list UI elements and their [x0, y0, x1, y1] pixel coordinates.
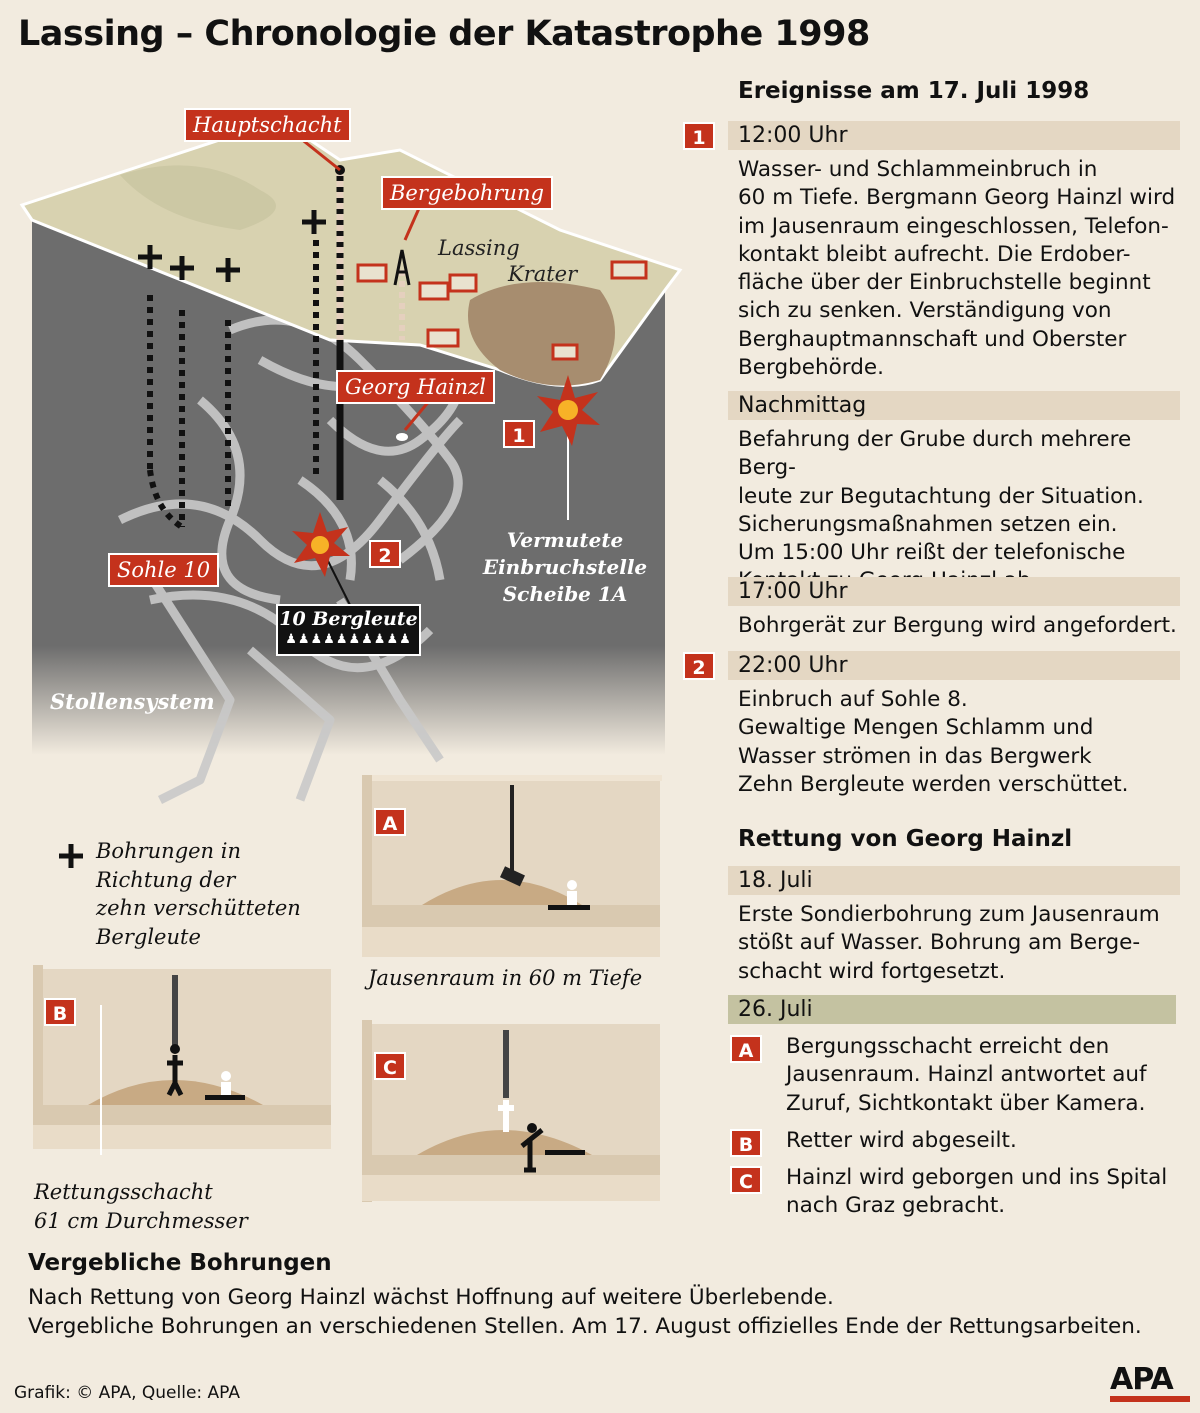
step-c-badge: C [730, 1166, 762, 1194]
credit-line: Grafik: © APA, Quelle: APA [14, 1383, 240, 1403]
page-title: Lassing – Chronologie der Katastrophe 19… [18, 14, 870, 54]
step-a-badge: A [730, 1035, 762, 1063]
map-marker-2: 2 [369, 540, 401, 568]
inset-b-illustration [33, 965, 331, 1155]
label-hauptschacht: Hauptschacht [184, 108, 351, 142]
step-b-badge: B [730, 1129, 762, 1157]
inset-b-caption: Rettungsschacht 61 cm Durchmesser [34, 1180, 248, 1233]
inset-c-illustration [362, 1020, 660, 1202]
map-marker-1: 1 [503, 420, 535, 448]
underground-rock [32, 210, 665, 755]
event-1-text: Wasser- und Schlammeinbruch in 60 m Tief… [738, 157, 1176, 381]
label-vermutete-einbruchstelle: Vermutete Einbruchstelle Scheibe 1A [482, 528, 648, 606]
bergleute-count: 10 Bergleute [279, 608, 418, 630]
label-lassing: Lassing [438, 236, 520, 260]
label-sohle-10: Sohle 10 [108, 553, 220, 587]
footer-text: Nach Rettung von Georg Hainzl wächst Hof… [28, 1285, 1142, 1339]
miners-icon: ♟♟♟♟♟♟♟♟♟♟ [285, 632, 412, 647]
drill-rig-icon [393, 249, 411, 286]
apa-logo: APA [1110, 1362, 1190, 1402]
event-4-time: 22:00 Uhr [728, 651, 1180, 680]
plus-icon [59, 844, 83, 868]
explosion-icon-1 [537, 375, 600, 446]
label-10-bergleute: 10 Bergleute ♟♟♟♟♟♟♟♟♟♟ [276, 604, 421, 656]
legend-text: Bohrungen in Richtung der zehn verschütt… [96, 839, 301, 949]
rescue-2-time: 26. Juli [728, 995, 1176, 1024]
step-c-text: Hainzl wird geborgen und ins Spital nach… [786, 1165, 1168, 1219]
rescue-1-text: Erste Sondierbohrung zum Jausenraum stöß… [738, 902, 1160, 984]
step-a-text: Bergungsschacht erreicht den Jausenraum.… [786, 1034, 1147, 1116]
inset-c-badge: C [374, 1052, 406, 1080]
rescue-heading: Rettung von Georg Hainzl [738, 826, 1073, 852]
event-1-time: 12:00 Uhr [728, 121, 1180, 150]
event-4-text: Einbruch auf Sohle 8. Gewaltige Mengen S… [738, 687, 1129, 797]
event-2-text: Befahrung der Grube durch mehrere Berg- … [738, 427, 1144, 593]
event-2-time: Nachmittag [728, 391, 1180, 420]
inset-a-badge: A [374, 808, 406, 836]
houses [356, 260, 648, 361]
label-stollensystem: Stollensystem [50, 689, 215, 714]
label-krater: Krater [508, 262, 578, 286]
inset-a-caption: Jausenraum in 60 m Tiefe [368, 966, 643, 990]
event-1-badge: 1 [683, 122, 715, 150]
drill-plus-icons [138, 210, 326, 282]
label-bergebohrung: Bergebohrung [381, 176, 553, 210]
footer-heading: Vergebliche Bohrungen [28, 1250, 332, 1276]
mine-cross-section [19, 118, 683, 805]
event-4-badge: 2 [683, 652, 715, 680]
rescue-1-time: 18. Juli [728, 866, 1180, 895]
inset-a-illustration [362, 775, 662, 957]
events-heading: Ereignisse am 17. Juli 1998 [738, 78, 1090, 104]
label-georg-hainzl: Georg Hainzl [336, 370, 495, 404]
step-b-text: Retter wird abgeseilt. [786, 1128, 1017, 1153]
explosion-icon-2 [292, 512, 350, 577]
inset-b-badge: B [44, 998, 76, 1026]
event-3-time: 17:00 Uhr [728, 577, 1180, 606]
apa-logo-text: APA [1110, 1362, 1174, 1397]
event-3-text: Bohrgerät zur Bergung wird angefordert. [738, 613, 1177, 638]
